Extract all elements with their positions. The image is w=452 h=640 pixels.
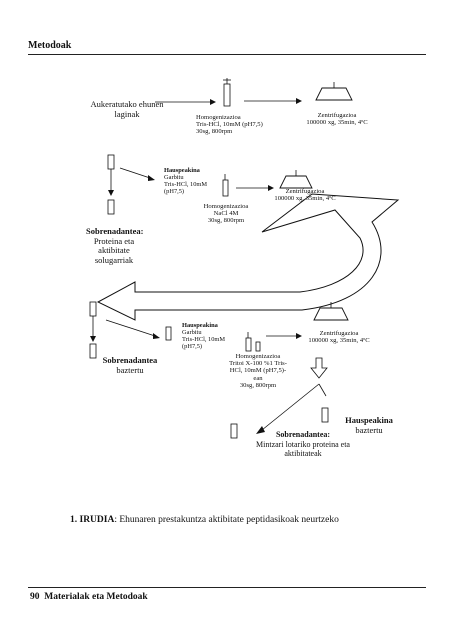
centrifugation-2: Zentrifugazioa 100000 xg, 35min, 4ºC [274, 188, 336, 203]
tube-icon-3a [89, 301, 97, 359]
tube-icon-3b [165, 326, 172, 341]
arrow-to-centrifuge-3 [266, 333, 302, 339]
tissue-samples-label: Aukeratutako ehunen laginak [90, 99, 164, 119]
arrow-to-centrifuge-1 [244, 98, 302, 104]
footer-rule [28, 587, 426, 588]
split-arrows [256, 383, 327, 434]
header-rule [28, 54, 426, 55]
homogenizer-icon-2 [222, 174, 229, 197]
centrifuge-icon-3 [313, 302, 349, 321]
homogenizer-icon-3 [245, 332, 261, 352]
arrow-to-homogenizer-1 [155, 99, 216, 105]
centrifuge-icon-2 [279, 170, 313, 189]
caption-label: 1. IRUDIA [70, 515, 115, 525]
centrifugation-3: Zentrifugazioa 100000 xg, 35min, 4ºC [308, 330, 370, 345]
tube-icon-final-supernatant [230, 423, 238, 439]
homogenization-1: Homogenizazioa Tris-HCl, 10mM (pH7,5) 30… [196, 114, 263, 136]
caption-text: : Ehunaren prestakuntza aktibitate pepti… [114, 515, 339, 525]
page-footer: 90 Materialak eta Metodoak [30, 592, 148, 602]
figure-caption: 1. IRUDIA: Ehunaren prestakuntza aktibit… [70, 515, 339, 525]
centrifugation-1: Zentrifugazioa 100000 xg, 35min, 4ºC [306, 112, 368, 127]
soluble-supernatant: Sobrenadantea: Proteina eta aktibitate s… [86, 226, 144, 265]
discard-supernatant: Sobrenadantea baztertu [102, 355, 158, 375]
running-header: Metodoak [28, 40, 72, 51]
tube-icon-2a [107, 154, 115, 215]
homogenization-3: Homogenizazioa Tritoi X-100 %1 Tris- HCl… [229, 353, 287, 389]
big-return-arrow [96, 193, 400, 321]
discard-pellet: Hauspeakina baztertu [345, 415, 393, 435]
arrow-to-centrifuge-2 [236, 185, 274, 191]
centrifuge-icon-1 [315, 82, 353, 101]
tube-icon-final-pellet [321, 407, 329, 423]
down-block-arrow [310, 357, 328, 379]
pellet-wash-2: Hauspeakina Garbitu Tris-HCl, 10mM (pH7,… [164, 167, 208, 195]
arrow-to-pellet-2 [119, 167, 155, 181]
page-number: 90 [30, 592, 40, 602]
homogenization-2: Homogenizazioa NaCl 4M 30sg, 800rpm [203, 203, 249, 225]
footer-title: Materialak eta Metodoak [44, 592, 148, 602]
homogenizer-icon-1 [223, 78, 231, 107]
pellet-wash-3: Hauspeakina Garbitu Tris-HCl, 10mM (pH7,… [182, 322, 226, 350]
arrow-to-pellet-3 [105, 319, 160, 339]
membrane-supernatant: Sobrenadantea: Mintzari lotariko protein… [256, 430, 350, 459]
